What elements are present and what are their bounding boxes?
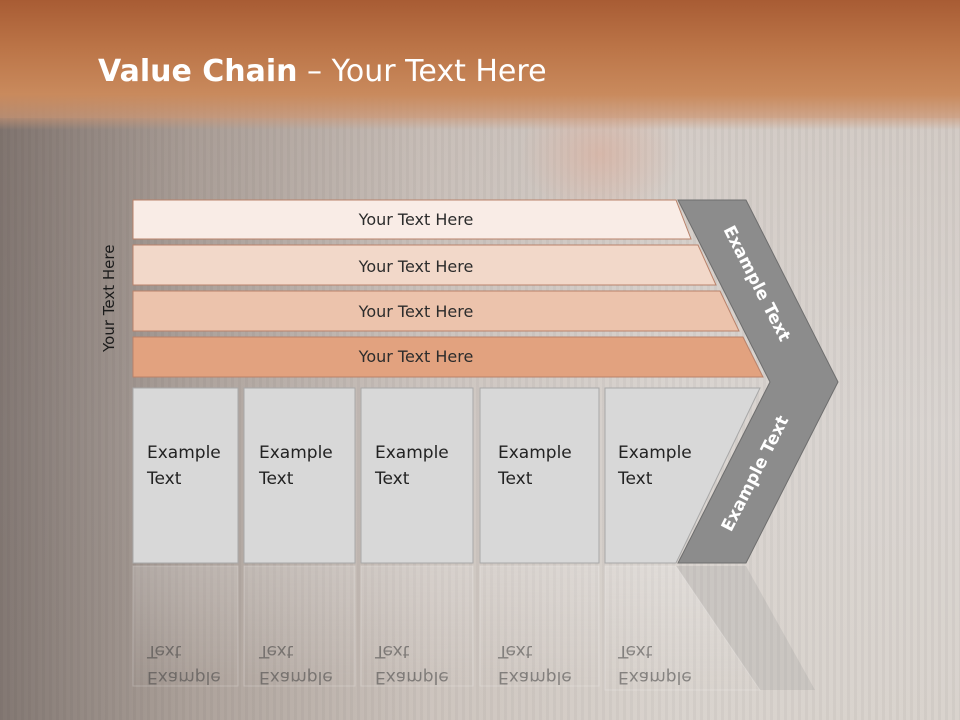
box-2-line2: Text [258,469,294,489]
bar-2-label: Your Text Here [358,257,474,276]
reflection-text-4-1: Example [498,667,572,687]
box-1 [132,387,239,564]
reflection-text-4-2: Text [497,641,533,661]
boxes-group: Example Text Example Text Example Text E… [132,387,761,564]
box-4 [479,387,600,564]
box-5-line1: Example [618,443,692,463]
reflection-text-2-2: Text [258,641,294,661]
bar-4-label: Your Text Here [358,347,474,366]
box-2-line1: Example [259,443,333,463]
box-4-line1: Example [498,443,572,463]
bar-2 [132,244,717,286]
box-3 [360,387,474,564]
box-5 [604,387,761,564]
slide-title: Value Chain – Your Text Here [98,54,547,89]
bar-1 [132,199,692,240]
chevron-arrow [677,199,839,564]
box-1-line2: Text [146,469,182,489]
box-3-line1: Example [375,443,449,463]
reflection-text-5-2: Text [617,641,653,661]
title-banner [0,0,960,130]
reflection-text-2-1: Example [259,667,333,687]
reflection-text-3-2: Text [374,641,410,661]
box-3-line2: Text [374,469,410,489]
bar-4 [132,336,764,378]
box-4-line2: Text [497,469,533,489]
box-2 [243,387,356,564]
reflection-text-3-1: Example [375,667,449,687]
bar-1-label: Your Text Here [358,210,474,229]
box-1-line1: Example [147,443,221,463]
bar-3 [132,290,740,332]
bar-3-label: Your Text Here [358,302,474,321]
reflection-text-1-2: Text [146,641,182,661]
reflection-text-5-1: Example [618,667,692,687]
bars-group: Your Text Here Your Text Here Your Text … [132,199,764,378]
reflection-text-1-1: Example [147,667,221,687]
chevron-group: Example Text Example Text [677,199,839,564]
box-5-line2: Text [617,469,653,489]
